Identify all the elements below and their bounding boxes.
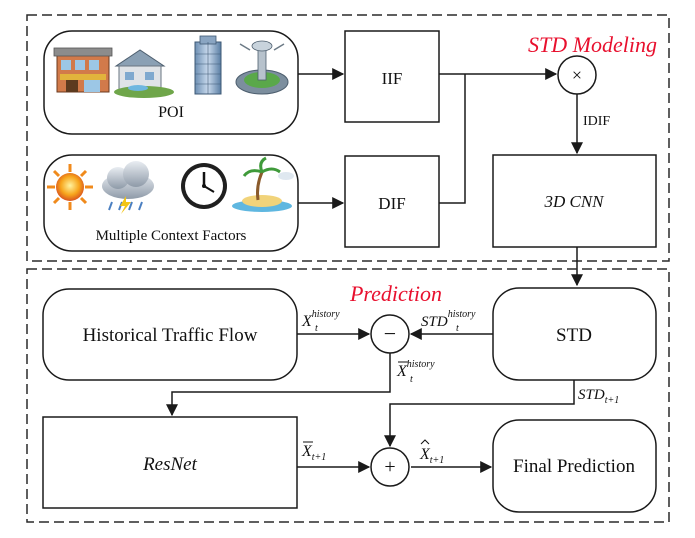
std-modeling-title: STD Modeling [528,32,657,57]
clock-icon [181,163,227,209]
sun-icon [47,164,93,210]
idif-label: IDIF [583,114,610,129]
std-next-label: STDt+1 [578,387,619,406]
xhat-next-label: Xt+1 [419,446,444,466]
poi-label: POI [158,104,184,121]
std-label: STD [556,325,592,346]
prediction-section-border [26,268,670,523]
std-modeling-section-border [26,14,670,262]
dif-box[interactable] [344,155,440,248]
cnn-label: 3D CNN [543,192,605,211]
beach-island-icon [232,156,294,212]
cnn-box[interactable] [492,154,657,248]
house-icon [114,49,174,98]
xbar-next-label: Xt+1 [301,443,326,463]
subtract-symbol: − [384,321,396,346]
prediction-title: Prediction [349,281,442,306]
dif-label: DIF [378,194,405,213]
final-prediction-box[interactable] [492,419,657,513]
context-factors-label: Multiple Context Factors [96,228,247,244]
x-history-sub: t [315,323,318,334]
city-park-icon [235,40,289,95]
std-history-sub: t [456,323,459,334]
shop-building-icon [53,47,113,93]
xhat-next-hat [420,439,430,445]
add-node [370,447,410,487]
context-icons [47,156,294,214]
historical-flow-label: Historical Traffic Flow [83,325,258,346]
storm-cloud-icon [102,161,154,214]
std-history-label: STDhistory [421,309,476,330]
office-tower-icon [194,35,222,95]
poi-icons [53,35,289,98]
multiply-symbol: × [572,65,582,85]
resnet-label: ResNet [142,454,198,475]
xbar-history-sub: t [410,374,413,385]
iif-label: IIF [382,69,403,88]
final-prediction-label: Final Prediction [513,456,635,477]
add-symbol: + [384,456,395,478]
resnet-box[interactable] [42,416,298,509]
x-history-label: Xhistory [301,309,340,330]
subtract-to-resnet-arrow [166,353,391,417]
std-to-add-arrow [384,380,575,448]
xbar-history-label: Xhistory [396,359,435,380]
prediction-connectors [166,328,575,473]
std-modeling-connectors [298,68,583,287]
iif-box[interactable] [344,30,440,123]
dif-to-multiply-line [439,74,466,204]
